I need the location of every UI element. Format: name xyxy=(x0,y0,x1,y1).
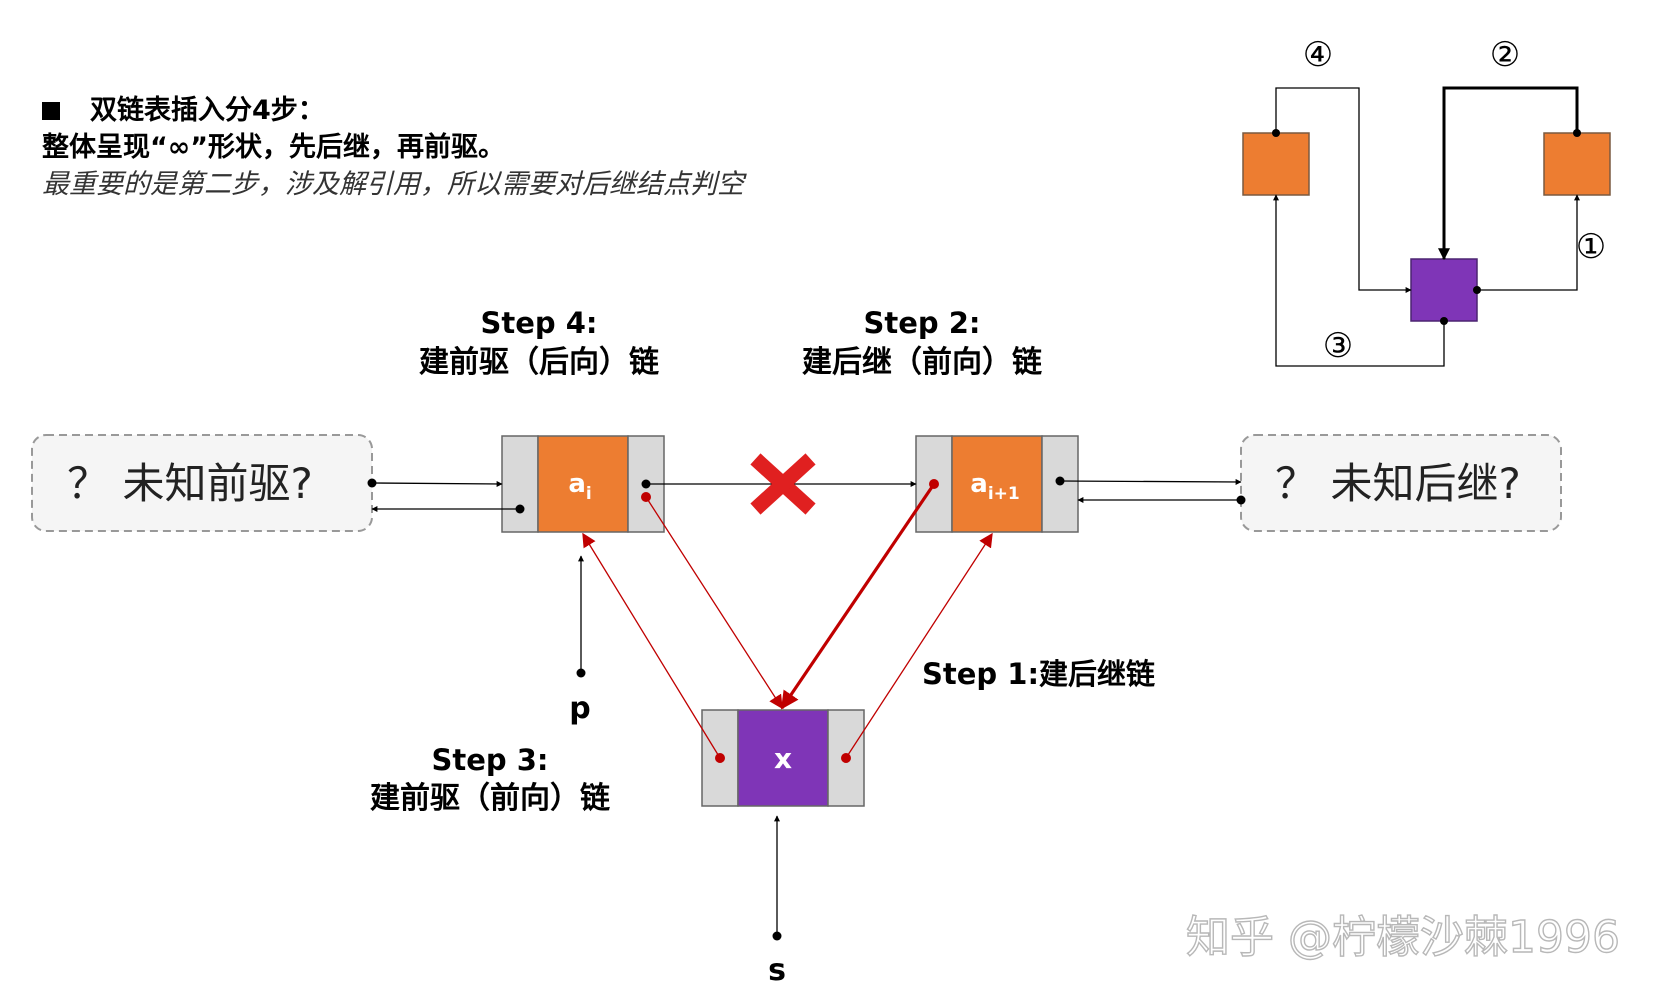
mini-label-4: ④ xyxy=(1303,35,1333,75)
pointer-s-dot xyxy=(772,931,782,941)
mini-dot-2 xyxy=(1573,129,1581,137)
step2-title: Step 2: xyxy=(863,306,980,340)
step3-link xyxy=(582,532,721,759)
mini-dot-3 xyxy=(1440,317,1448,325)
intro-line-2: 整体呈现“∞”形状，先后继，再前驱。 xyxy=(42,132,505,163)
pointer-p-dot xyxy=(576,668,586,678)
dot-ai1-next xyxy=(1055,476,1065,486)
watermark: 知乎 @柠檬沙棘1996 xyxy=(1186,912,1620,963)
step4-link xyxy=(645,496,783,710)
node-x-label: x xyxy=(774,742,792,775)
mini-diagram: ④ ② ① ③ xyxy=(1242,35,1611,367)
node-ai-label: ai xyxy=(568,469,591,504)
bullet-square-icon xyxy=(42,102,60,120)
mini-label-3: ③ xyxy=(1323,326,1353,366)
step1-dot xyxy=(841,753,851,763)
node-ai: ai xyxy=(501,435,665,533)
pointer-s-label: s xyxy=(768,953,786,988)
node-ai-data-field xyxy=(537,435,629,533)
dot-prev-next xyxy=(367,478,377,488)
unknown-next-label: ？ 未知后继? xyxy=(1275,459,1521,508)
mini-link-1 xyxy=(1477,194,1580,291)
pointer-p-label: p xyxy=(569,691,590,726)
node-x: x xyxy=(701,709,865,807)
node-ai-prev-field xyxy=(501,435,539,533)
node-x-data-field xyxy=(737,709,829,807)
step2-desc: 建后继（前向）链 xyxy=(802,345,1042,380)
mini-label-2: ② xyxy=(1490,35,1520,75)
mini-dot-4 xyxy=(1272,129,1280,137)
step1-link xyxy=(845,532,993,759)
dot-ai-next xyxy=(641,479,651,489)
step4-title: Step 4: xyxy=(480,306,597,340)
dot-ai-prev xyxy=(515,504,525,514)
node-ai1: ai+1 xyxy=(915,435,1079,533)
mini-new-node xyxy=(1410,258,1478,322)
intro-text: 双链表插入分4步： 整体呈现“∞”形状，先后继，再前驱。 最重要的是第二步，涉及… xyxy=(42,92,744,203)
step3-dot xyxy=(715,753,725,763)
dot-next-prev xyxy=(1236,495,1246,505)
step3-title: Step 3: xyxy=(431,743,548,777)
intro-line-1: 双链表插入分4步： xyxy=(42,92,744,129)
mini-dot-1 xyxy=(1473,286,1481,294)
node-ai1-label: ai+1 xyxy=(970,469,1019,504)
step2-dot xyxy=(929,479,939,489)
mini-right-node xyxy=(1543,132,1611,196)
step2-link xyxy=(780,483,936,710)
link-prev-to-ai xyxy=(371,480,503,487)
unknown-prev-label: ？ 未知前驱? xyxy=(67,459,313,508)
link-ai1-to-next xyxy=(1059,478,1242,485)
step4-dot xyxy=(641,492,651,502)
mini-left-node xyxy=(1242,132,1310,196)
mini-link-3 xyxy=(1273,194,1445,367)
unknown-next-box xyxy=(1240,434,1562,532)
node-ai1-data-field xyxy=(951,435,1043,533)
step1-label: Step 1:建后继链 xyxy=(922,657,1155,691)
step3-desc: 建前驱（前向）链 xyxy=(370,781,610,816)
intro-line-3: 最重要的是第二步，涉及解引用，所以需要对后继结点判空 xyxy=(42,169,744,200)
step4-desc: 建前驱（后向）链 xyxy=(419,345,659,380)
mini-label-1: ① xyxy=(1576,227,1606,267)
mini-link-4 xyxy=(1275,87,1412,293)
broken-link-cross-icon xyxy=(750,453,816,515)
mini-link-2 xyxy=(1438,86,1579,261)
